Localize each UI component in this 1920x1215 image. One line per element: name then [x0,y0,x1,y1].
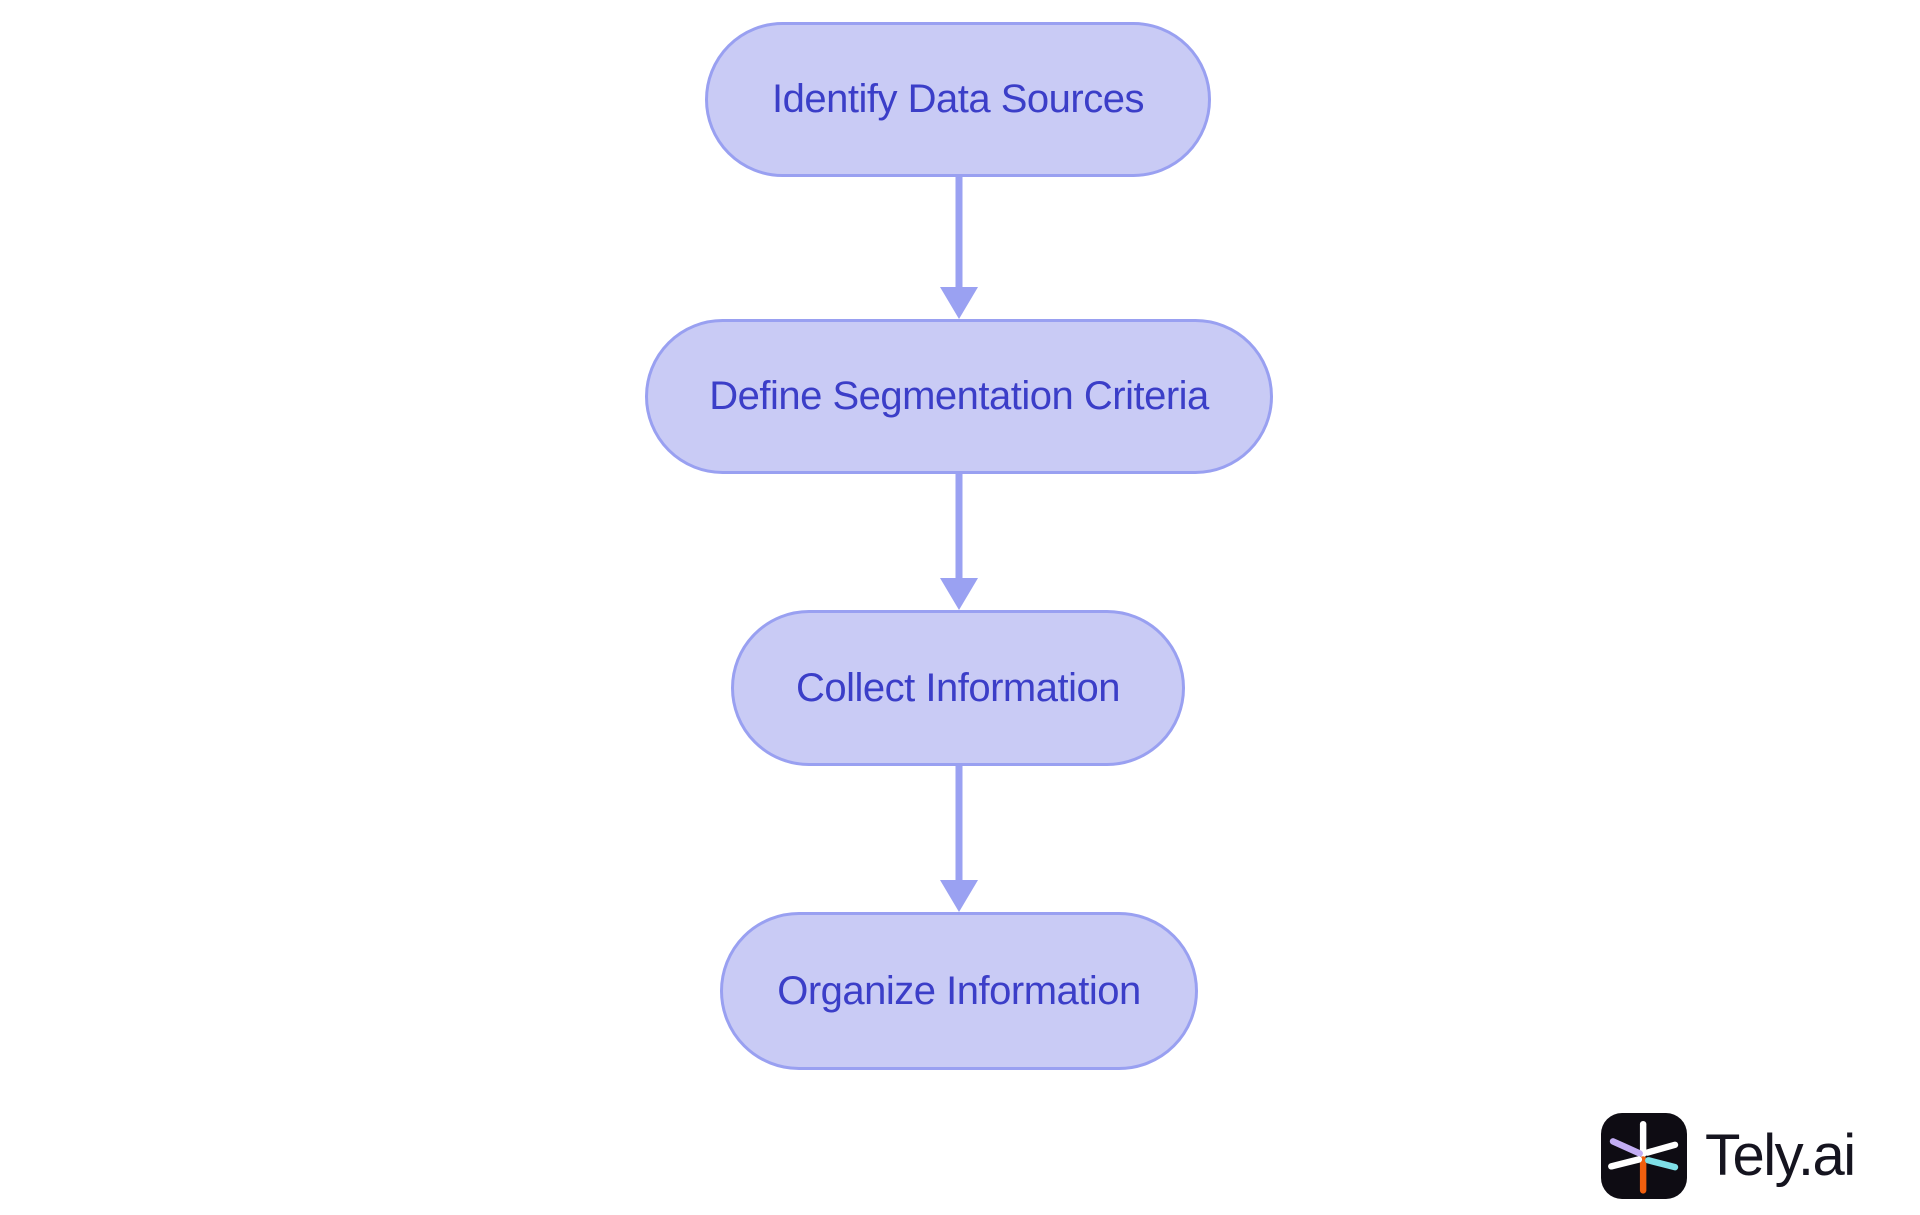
tely-logo: Tely.ai [1601,1113,1856,1199]
flow-node-define-segmentation-criteria: Define Segmentation Criteria [645,319,1273,474]
arrowhead-down-icon [940,287,978,319]
flow-node-organize-information: Organize Information [720,912,1198,1070]
flow-arrow-3 [939,766,979,912]
node-label: Organize Information [777,968,1141,1013]
tely-logo-text: Tely.ai [1705,1123,1856,1188]
arrowhead-down-icon [940,578,978,610]
flow-arrow-1 [939,177,979,319]
arrowhead-down-icon [940,880,978,912]
arrow-stem [955,177,963,289]
flow-arrow-2 [939,474,979,610]
tely-starburst-icon [1601,1113,1687,1199]
node-label: Collect Information [796,665,1120,710]
node-label: Define Segmentation Criteria [709,374,1209,418]
flow-node-collect-information: Collect Information [731,610,1185,766]
flow-node-identify-data-sources: Identify Data Sources [705,22,1211,177]
arrow-stem [955,474,963,580]
arrow-stem [955,766,963,882]
node-label: Identify Data Sources [772,77,1144,121]
